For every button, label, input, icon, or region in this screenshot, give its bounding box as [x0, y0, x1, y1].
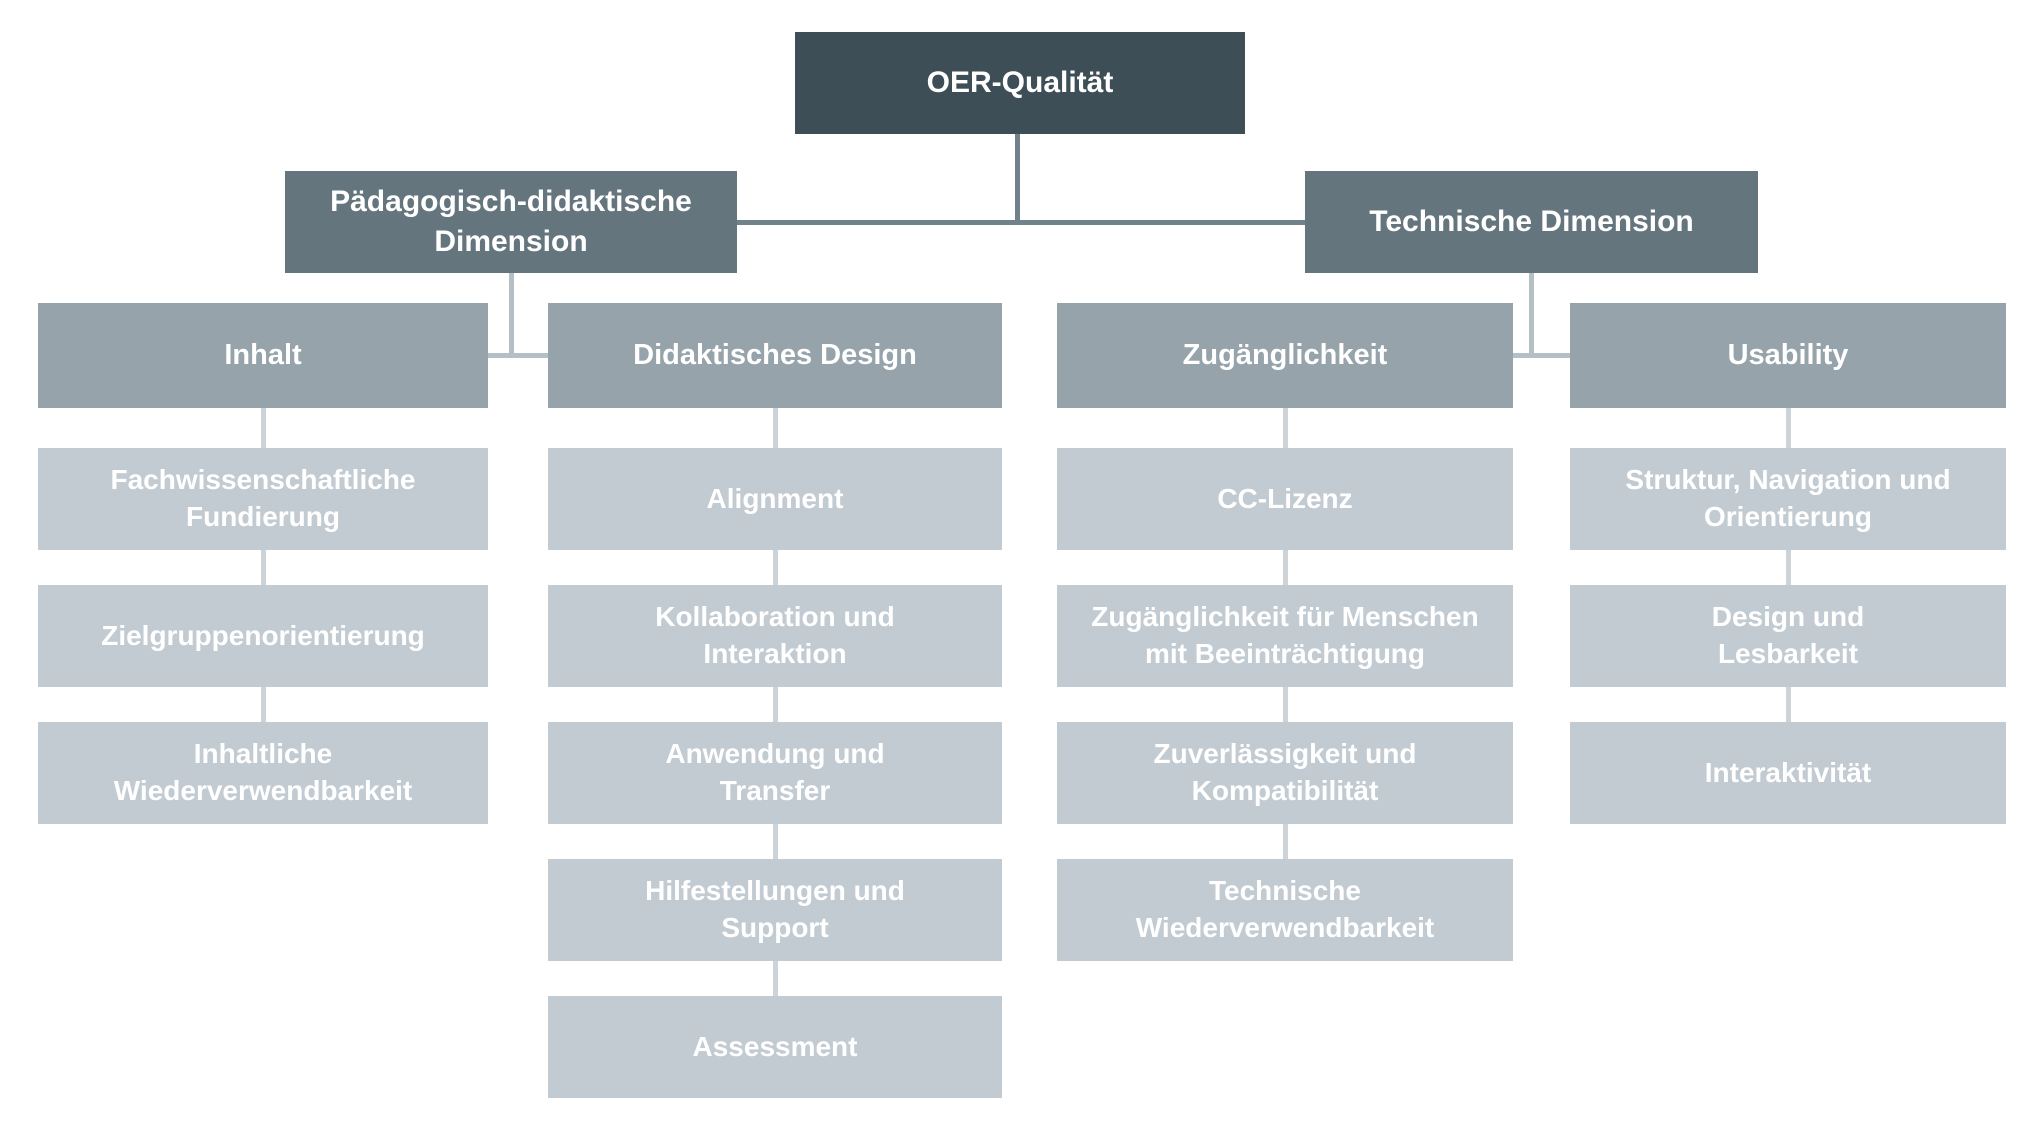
node-fachwissenschaftliche-fundierung: Fachwissenschaftliche Fundierung: [38, 448, 488, 550]
connector-zugang-1: [1283, 408, 1288, 448]
connector-zugang-4: [1283, 824, 1288, 859]
node-kollaboration-und-interaktion: Kollaboration und Interaktion: [548, 585, 1002, 687]
node-zuverlaessigkeit-und-kompatibilitaet: Zuverlässigkeit und Kompatibilität: [1057, 722, 1513, 824]
connector-paedagogisch-vertical: [509, 273, 514, 358]
node-paedagogisch-didaktische-dimension: Pädagogisch-didaktische Dimension: [285, 171, 737, 273]
node-technische-dimension: Technische Dimension: [1305, 171, 1758, 273]
node-inhaltliche-wiederverwendbarkeit: Inhaltliche Wiederverwendbarkeit: [38, 722, 488, 824]
node-zugaenglichkeit: Zugänglichkeit: [1057, 303, 1513, 408]
node-alignment: Alignment: [548, 448, 1002, 550]
connector-inhalt-2: [261, 550, 266, 585]
node-technische-wiederverwendbarkeit: Technische Wiederverwendbarkeit: [1057, 859, 1513, 961]
connector-zugang-2: [1283, 550, 1288, 585]
connector-root-horizontal: [737, 220, 1305, 225]
connector-usability-3: [1786, 687, 1791, 722]
node-interaktivitaet: Interaktivität: [1570, 722, 2006, 824]
connector-zugang-3: [1283, 687, 1288, 722]
node-didaktisches-design: Didaktisches Design: [548, 303, 1002, 408]
connector-didaktik-2: [773, 550, 778, 585]
connector-usability-2: [1786, 550, 1791, 585]
connector-didaktik-1: [773, 408, 778, 448]
connector-usability-1: [1786, 408, 1791, 448]
node-anwendung-und-transfer: Anwendung und Transfer: [548, 722, 1002, 824]
node-inhalt: Inhalt: [38, 303, 488, 408]
node-hilfestellungen-und-support: Hilfestellungen und Support: [548, 859, 1002, 961]
connector-technisch-stub: [1513, 353, 1570, 358]
connector-inhalt-1: [261, 408, 266, 448]
node-zugaenglichkeit-fuer-menschen-mit-beeintraechtigung: Zugänglichkeit für Menschen mit Beeinträ…: [1057, 585, 1513, 687]
connector-didaktik-3: [773, 687, 778, 722]
node-struktur-navigation-und-orientierung: Struktur, Navigation und Orientierung: [1570, 448, 2006, 550]
node-oer-qualitaet: OER-Qualität: [795, 32, 1245, 134]
node-cc-lizenz: CC-Lizenz: [1057, 448, 1513, 550]
node-assessment: Assessment: [548, 996, 1002, 1098]
connector-didaktik-5: [773, 961, 778, 996]
connector-technisch-vertical: [1529, 273, 1534, 358]
node-design-und-lesbarkeit: Design und Lesbarkeit: [1570, 585, 2006, 687]
node-zielgruppenorientierung: Zielgruppenorientierung: [38, 585, 488, 687]
connector-didaktik-4: [773, 824, 778, 859]
node-usability: Usability: [1570, 303, 2006, 408]
connector-root-vertical: [1015, 134, 1020, 224]
connector-inhalt-3: [261, 687, 266, 722]
connector-paedagogisch-stub: [488, 353, 548, 358]
